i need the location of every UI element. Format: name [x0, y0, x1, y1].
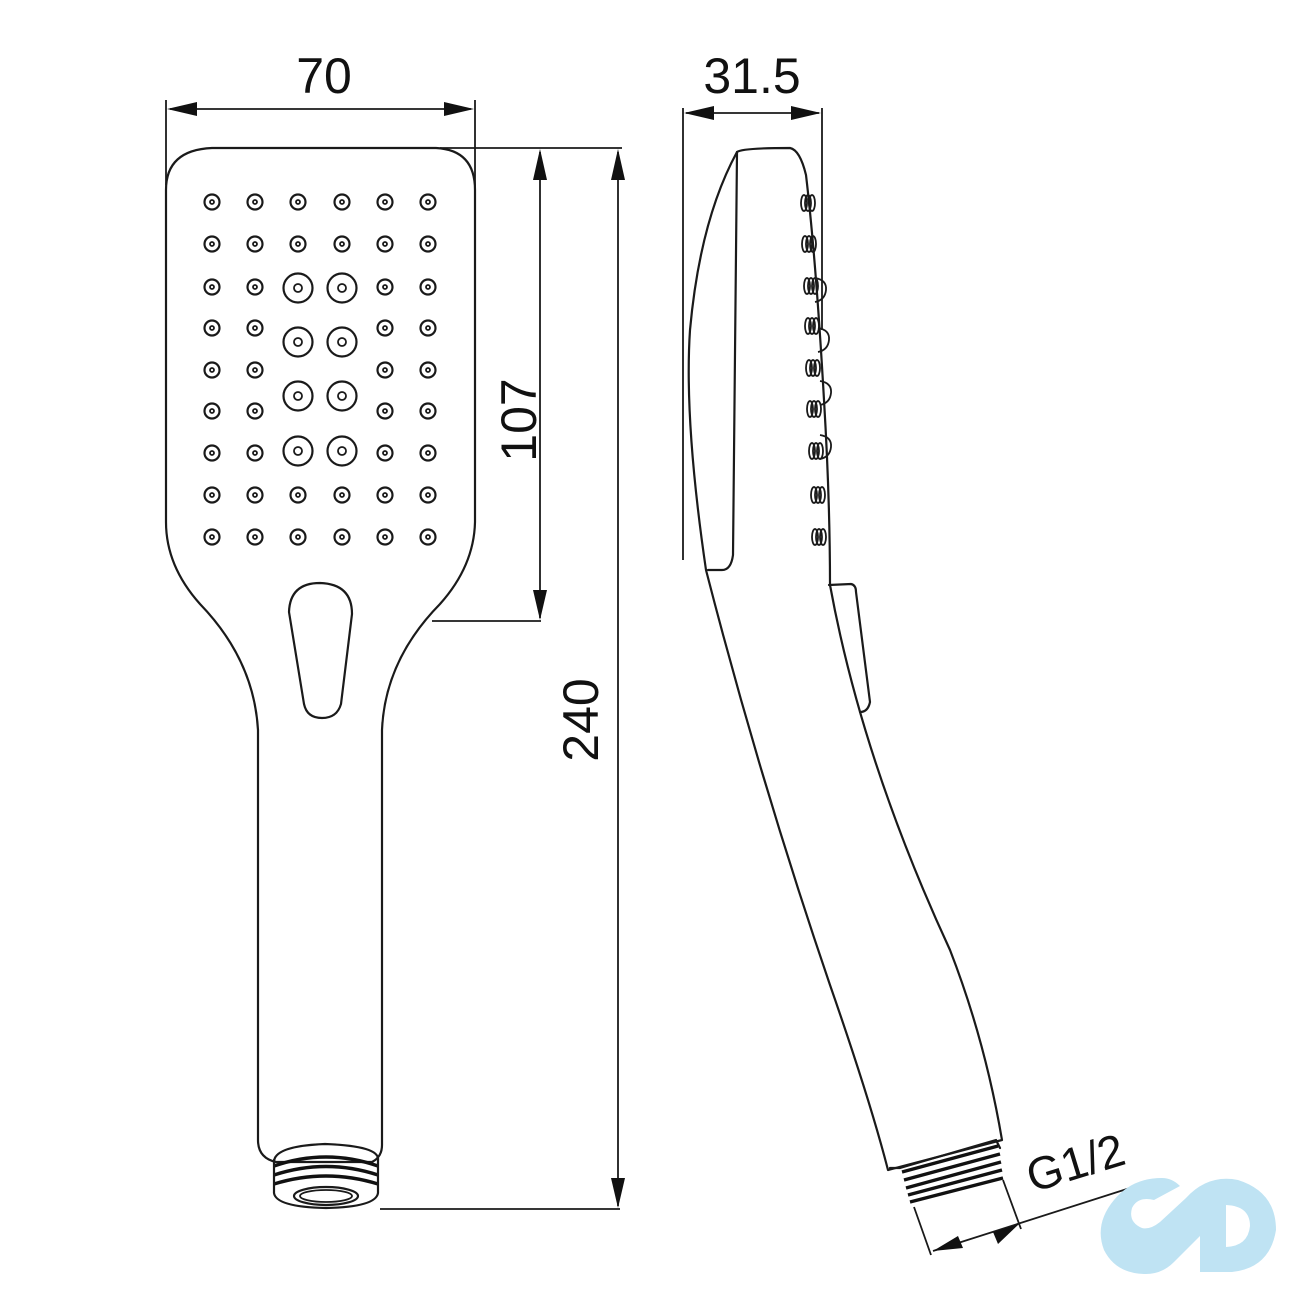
nozzle-icon	[246, 486, 264, 504]
nozzle-icon	[419, 444, 437, 462]
nozzle-icon	[419, 402, 437, 420]
nozzle-icon	[376, 528, 394, 546]
side-nozzle-icon	[806, 400, 814, 418]
nozzle-icon	[419, 235, 437, 253]
front-outline	[164, 146, 477, 1164]
side-nozzle-icon	[807, 277, 815, 295]
nozzle-icon	[419, 486, 437, 504]
nozzle-icon	[203, 193, 221, 211]
large-nozzle-icon	[326, 380, 358, 412]
nozzle-icon	[203, 319, 221, 337]
side-nozzle-icon	[811, 528, 819, 546]
nozzle-icon	[419, 361, 437, 379]
side-nozzle-icon	[808, 442, 816, 460]
nozzle-icon	[376, 278, 394, 296]
side-nozzle-icon	[809, 235, 817, 253]
side-nozzle-icon	[810, 486, 818, 504]
large-nozzle-icon	[326, 435, 358, 467]
nozzle-icon	[203, 402, 221, 420]
head-length-label: 107	[491, 378, 547, 461]
nozzle-grid	[203, 193, 437, 546]
nozzle-icon	[376, 319, 394, 337]
side-nozzle-icon	[803, 277, 811, 295]
nozzle-icon	[419, 528, 437, 546]
side-view: 31.5 G1/2	[682, 48, 1131, 1256]
nozzle-icon	[289, 193, 307, 211]
side-thread-connector	[888, 1138, 1022, 1256]
large-nozzle-icon	[326, 326, 358, 358]
side-outline	[687, 146, 1004, 1172]
nozzle-icon	[419, 193, 437, 211]
side-nozzle-icon	[819, 528, 827, 546]
nozzle-icon	[333, 528, 351, 546]
side-nozzles	[800, 194, 832, 546]
nozzle-icon	[246, 278, 264, 296]
side-nozzle-icon	[812, 442, 820, 460]
infinity-logo	[1100, 1178, 1276, 1274]
width-label: 70	[296, 48, 352, 104]
nozzle-icon	[289, 486, 307, 504]
side-nozzle-icon	[800, 194, 808, 212]
nozzle-icon	[203, 235, 221, 253]
trigger-button	[287, 581, 354, 720]
large-nozzle-icon	[282, 380, 314, 412]
nozzle-icon	[333, 486, 351, 504]
thread-connector	[272, 1142, 380, 1210]
large-nozzle-icon	[282, 435, 314, 467]
nozzle-icon	[246, 402, 264, 420]
nozzle-icon	[246, 193, 264, 211]
side-nozzle-icon	[809, 359, 817, 377]
nozzle-icon	[246, 361, 264, 379]
large-nozzle-icon	[326, 272, 358, 304]
large-nozzle-icon	[282, 272, 314, 304]
nozzle-icon	[246, 528, 264, 546]
side-nozzle-icon	[808, 317, 816, 335]
dimension-width: 70	[165, 48, 476, 190]
side-nozzle-icon	[814, 400, 822, 418]
side-trigger	[827, 582, 872, 714]
front-view	[164, 146, 477, 1210]
nozzle-icon	[246, 235, 264, 253]
side-nozzle-icon	[804, 194, 812, 212]
side-nozzle-icon	[804, 317, 812, 335]
side-face	[706, 150, 739, 572]
nozzle-icon	[203, 486, 221, 504]
side-nozzle-icon	[801, 235, 809, 253]
dimension-head-length: 107	[432, 147, 622, 622]
dimension-total-length: 240	[380, 149, 625, 1210]
nozzle-icon	[376, 193, 394, 211]
nozzle-icon	[419, 278, 437, 296]
side-nozzle-icon	[815, 528, 823, 546]
side-nozzle-icon	[813, 359, 821, 377]
side-nozzle-icon	[805, 235, 813, 253]
nozzle-icon	[333, 235, 351, 253]
nozzle-icon	[203, 361, 221, 379]
nozzle-icon	[289, 235, 307, 253]
nozzle-icon	[289, 528, 307, 546]
nozzle-icon	[333, 193, 351, 211]
nozzle-icon	[376, 402, 394, 420]
depth-label: 31.5	[703, 48, 800, 104]
side-nozzle-icon	[810, 400, 818, 418]
nozzle-icon	[376, 235, 394, 253]
nozzle-icon	[203, 444, 221, 462]
side-nozzle-icon	[805, 359, 813, 377]
total-length-label: 240	[553, 678, 609, 761]
nozzle-icon	[246, 319, 264, 337]
side-nozzle-icon	[818, 486, 826, 504]
nozzle-icon	[246, 444, 264, 462]
nozzle-icon	[203, 278, 221, 296]
side-nozzle-icon	[816, 442, 824, 460]
thread-label: G1/2	[1020, 1123, 1131, 1202]
side-nozzle-icon	[814, 486, 822, 504]
large-nozzle-icon	[282, 326, 314, 358]
nozzle-icon	[203, 528, 221, 546]
nozzle-icon	[419, 319, 437, 337]
dimension-depth: 31.5	[682, 48, 823, 560]
nozzle-icon	[376, 444, 394, 462]
nozzle-icon	[376, 486, 394, 504]
side-nozzle-icon	[812, 317, 820, 335]
nozzle-icon	[376, 361, 394, 379]
side-nozzle-icon	[808, 194, 816, 212]
